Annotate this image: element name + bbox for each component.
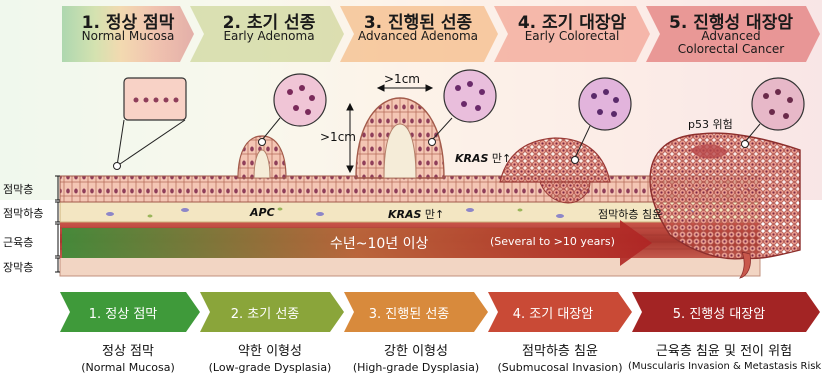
height-dimension-label: >1cm	[320, 130, 356, 144]
bottom-stage-5-title: 5. 진행성 대장암	[632, 303, 806, 322]
layer-label-submucosa: 점막하층	[3, 205, 43, 221]
bottom-stage-1-title: 1. 정상 점막	[60, 303, 186, 322]
bottom-stage-4-title: 4. 조기 대장암	[488, 303, 618, 322]
bottom-desc-3: 강한 이형성 (High-grade Dysplasia)	[344, 340, 488, 374]
bottom-desc-3-en: (High-grade Dysplasia)	[344, 361, 488, 374]
bottom-stage-1: 1. 정상 점막	[60, 290, 200, 334]
bottom-stage-2-title: 2. 초기 선종	[200, 303, 330, 322]
bottom-desc-2-en: (Low-grade Dysplasia)	[200, 361, 340, 374]
layer-label-muscularis: 근육층	[3, 234, 33, 250]
bottom-desc-5-ko: 근육층 침윤 및 전이 위험	[628, 340, 820, 359]
bottom-desc-5: 근육층 침윤 및 전이 위험 (Muscularis Invasion & Me…	[628, 340, 820, 372]
bottom-desc-4-ko: 점막하층 침윤	[488, 340, 632, 359]
width-dimension-label: >1cm	[384, 72, 420, 86]
bottom-desc-5-en: (Muscularis Invasion & Metastasis Risk)	[628, 361, 820, 372]
bottom-desc-2-ko: 약한 이형성	[200, 340, 340, 359]
bottom-desc-1-ko: 정상 점막	[62, 340, 194, 359]
kras-gene-label-1: KRAS	[455, 152, 488, 165]
bottom-desc-4: 점막하층 침윤 (Submucosal Invasion)	[488, 340, 632, 374]
bottom-desc-1: 정상 점막 (Normal Mucosa)	[62, 340, 194, 374]
bottom-stage-2: 2. 초기 선종	[200, 290, 344, 334]
kras-suffix-1: 만↑	[488, 152, 511, 165]
bottom-stage-3: 3. 진행된 선종	[344, 290, 488, 334]
bottom-desc-2: 약한 이형성 (Low-grade Dysplasia)	[200, 340, 340, 374]
header-stage-2-subtitle: Early Adenoma	[198, 30, 340, 43]
kras-note-1: KRAS 만↑	[455, 150, 511, 166]
header-stage-5: 5. 진행성 대장암 Advanced Colorectal Cancer	[650, 2, 812, 64]
header-stage-4-subtitle: Early Colorectal	[498, 30, 646, 43]
kras-suffix-2: 만↑	[421, 208, 444, 221]
bottom-stage-4: 4. 조기 대장암	[488, 290, 632, 334]
timeline-sublabel: (Several to >10 years)	[490, 235, 615, 248]
header-stage-1-subtitle: Normal Mucosa	[62, 30, 194, 43]
p53-risk-label: p53 위험	[688, 116, 733, 132]
header-stage-2: 2. 초기 선종 Early Adenoma	[198, 2, 340, 64]
header-stage-5-subtitle: Advanced Colorectal Cancer	[676, 30, 786, 56]
bottom-desc-4-en: (Submucosal Invasion)	[488, 361, 632, 374]
bottom-stage-5: 5. 진행성 대장암	[632, 290, 820, 334]
layer-label-serosa: 장막층	[3, 259, 33, 275]
timeline-label: 수년~10년 이상	[330, 233, 428, 253]
bottom-stage-3-title: 3. 진행된 선종	[344, 303, 474, 322]
bottom-desc-3-ko: 강한 이형성	[344, 340, 488, 359]
kras-gene-label-2: KRAS	[388, 208, 421, 221]
submucosal-invasion-label: 점막하층 침윤	[598, 206, 662, 222]
header-stage-3-subtitle: Advanced Adenoma	[344, 30, 492, 43]
header-stage-1: 1. 정상 점막 Normal Mucosa	[62, 2, 194, 64]
layer-label-mucosa: 점막층	[3, 181, 33, 197]
bottom-desc-1-en: (Normal Mucosa)	[62, 361, 194, 374]
kras-note-2: KRAS 만↑	[388, 206, 444, 222]
header-stage-3: 3. 진행된 선종 Advanced Adenoma	[344, 2, 492, 64]
header-stage-4: 4. 조기 대장암 Early Colorectal	[498, 2, 646, 64]
apc-gene-label: APC	[250, 206, 275, 219]
